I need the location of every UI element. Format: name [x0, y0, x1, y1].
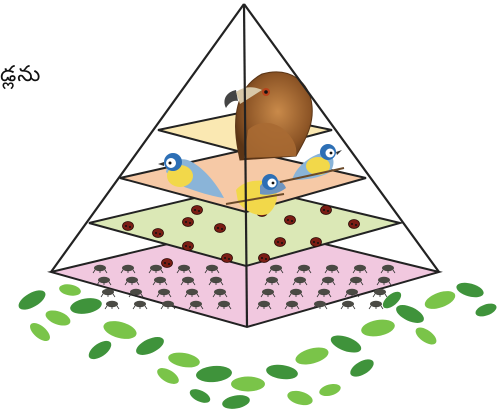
ladybird-icon [123, 222, 134, 231]
ladybird-icon [259, 254, 270, 263]
leaf-icon [286, 388, 314, 407]
leaf-icon [294, 344, 331, 367]
ladybird-icon [311, 238, 322, 247]
leaf-icon [27, 320, 53, 345]
leaf-icon [167, 350, 201, 369]
leaf-icon [318, 382, 342, 398]
leaf-icon [455, 280, 485, 300]
leaf-icon [329, 332, 364, 356]
leaf-icon [265, 363, 299, 381]
leaf-icon [393, 301, 426, 326]
leaf-icon [195, 364, 232, 383]
ladybird-icon [222, 254, 233, 263]
ladybird-icon [162, 259, 173, 268]
ladybird-icon [349, 220, 360, 229]
leaf-icon [86, 337, 115, 363]
leaf-icon [221, 393, 251, 411]
leaf-icon [347, 356, 376, 380]
ladybird-icon [192, 206, 203, 215]
aphid-icon [133, 301, 147, 309]
leaf-icon [44, 307, 73, 328]
aphid-icon [341, 301, 355, 309]
ladybird-icon [215, 224, 226, 233]
aphid-icon [105, 301, 119, 309]
leaf-icon [155, 365, 182, 387]
leaf-icon [58, 283, 82, 298]
leaf-icon [69, 296, 103, 316]
aphid-icon [369, 301, 383, 309]
leaf-icon [231, 377, 265, 392]
leaf-icon [188, 386, 213, 405]
leaf-icon [133, 333, 166, 358]
leaf-icon [474, 301, 498, 319]
ladybird-icon [321, 206, 332, 215]
leaf-icon [102, 318, 139, 342]
leaf-icon [413, 324, 440, 348]
ladybird-icon [183, 218, 194, 227]
ladybird-icon [153, 229, 164, 238]
leaf-icon [360, 317, 396, 339]
ladybird-icon [285, 216, 296, 225]
ladybird-icon [183, 242, 194, 251]
ladybird-icon [275, 238, 286, 247]
leaf-icon [16, 286, 49, 313]
leaf-icon [422, 287, 457, 312]
hawk-image [224, 72, 312, 160]
